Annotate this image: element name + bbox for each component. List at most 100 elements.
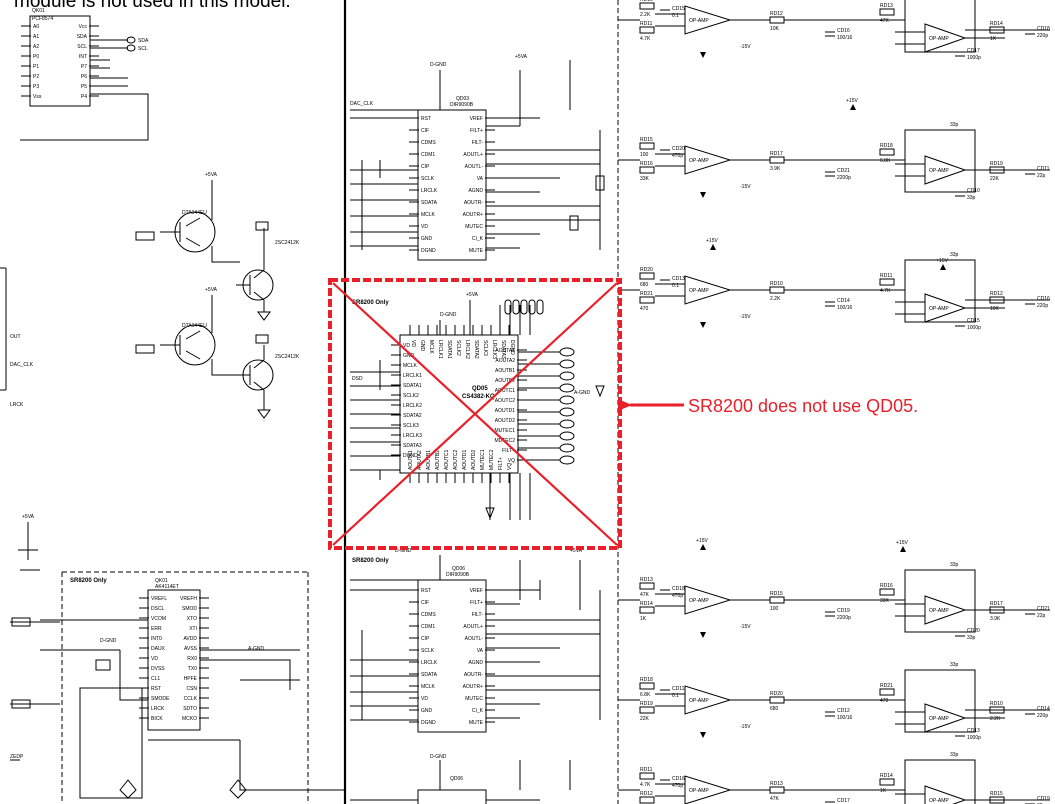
opamp-label: OP-AMP bbox=[689, 698, 709, 704]
resistor-value: 47K bbox=[880, 18, 890, 24]
pin-label: VD bbox=[403, 343, 410, 349]
resistor-value: 2.2K bbox=[770, 296, 781, 302]
dac-lower-supply: +5VA bbox=[570, 548, 583, 554]
opamp-label: OP-AMP bbox=[689, 158, 709, 164]
header-note: module is not used in this model. bbox=[14, 0, 291, 12]
dac-upper-part: DIR9090B bbox=[450, 102, 474, 108]
pin-label: FILT+ bbox=[502, 448, 515, 454]
pin-label: SMODE bbox=[151, 696, 170, 702]
frame-lines bbox=[0, 0, 619, 804]
resistor-ref: RD11 bbox=[640, 21, 653, 27]
resistor-value: 680 bbox=[640, 282, 649, 288]
resistor-ref: RD17 bbox=[770, 151, 783, 157]
pin-label: DAUX bbox=[151, 646, 166, 652]
resistor-ref: RD12 bbox=[990, 291, 1003, 297]
resistor-ref: RD13 bbox=[640, 577, 653, 583]
pin-label: SCLK bbox=[421, 648, 435, 654]
disabled-module-marker bbox=[328, 278, 622, 550]
pin-label: CIP bbox=[421, 636, 430, 642]
pin-label-bottom: AOUTD2 bbox=[471, 450, 477, 471]
qd05-dsd: DSD bbox=[352, 376, 363, 382]
pin-label-bottom: VQ bbox=[507, 463, 513, 470]
pin-label: P7 bbox=[81, 64, 87, 70]
callout-text: SR8200 does not use QD05. bbox=[688, 396, 919, 416]
pin-label: SCLK2 bbox=[403, 393, 419, 399]
pin-label: INT0 bbox=[151, 636, 162, 642]
dac-lower-gnd: D-GND bbox=[395, 548, 412, 554]
capacitor-value: 0.1 bbox=[672, 693, 679, 699]
pin-label: DVSS bbox=[151, 666, 165, 672]
output-connector-icon bbox=[559, 407, 575, 417]
transistor-stage-2: DTA144EU 2SC2412K +5VA bbox=[135, 287, 300, 419]
resistor-ref: RD10 bbox=[640, 0, 653, 3]
output-connector-icon bbox=[559, 431, 575, 441]
pin-label: GND bbox=[421, 708, 433, 714]
pin-label: VREF bbox=[470, 116, 483, 122]
pin-label: HPFE bbox=[184, 676, 198, 682]
pin-label-top: SCLK3 bbox=[482, 340, 488, 356]
qd05-ref: QD05 bbox=[472, 386, 488, 392]
resistor-ref: RD16 bbox=[640, 161, 653, 167]
supply-label: -15V bbox=[740, 184, 751, 190]
pin-label: LRCK bbox=[151, 706, 165, 712]
pin-label: P1 bbox=[33, 64, 39, 70]
supply-label: -15V bbox=[740, 44, 751, 50]
pin-label: INT bbox=[79, 54, 87, 60]
opamp-icon bbox=[924, 293, 967, 323]
capacitor-value: 2200p bbox=[837, 175, 851, 181]
pin-label-top: MCLK bbox=[428, 340, 434, 355]
resistor-ref: RD14 bbox=[880, 773, 893, 779]
capacitor-ref: CD11 bbox=[1037, 166, 1050, 172]
resistor-value: 4.7K bbox=[640, 782, 651, 788]
resistor-ref: RD21 bbox=[640, 291, 653, 297]
output-connector-icon bbox=[559, 443, 575, 453]
pin-label: VD bbox=[151, 656, 158, 662]
capacitor-value: 33p bbox=[967, 635, 976, 641]
capacitor-value: 220p bbox=[1037, 303, 1048, 309]
pin-label: MUTEC bbox=[465, 696, 483, 702]
capacitor-value: 22p bbox=[1037, 173, 1046, 179]
pin-label: MUTE bbox=[469, 720, 484, 726]
resistor-value: 33K bbox=[640, 176, 650, 182]
resistor-value: 1K bbox=[640, 616, 647, 622]
resistor-ref: RD12 bbox=[640, 791, 653, 797]
pin-label: FILT- bbox=[472, 612, 484, 618]
feedback-cap: 33p bbox=[950, 252, 959, 258]
pin-label: BICK bbox=[151, 716, 163, 722]
pin-label-top: LRCLK3 bbox=[491, 340, 497, 359]
output-connector-icon bbox=[559, 395, 575, 405]
resistor-ref: RD19 bbox=[640, 701, 653, 707]
resistor-value: 6.8K bbox=[880, 158, 891, 164]
pin-label: MUTEC1 bbox=[494, 428, 515, 434]
resistor-value: 100 bbox=[640, 152, 649, 158]
pin-label: AOUTB1 bbox=[495, 368, 515, 374]
pin-label-top: SCLK2 bbox=[455, 340, 461, 356]
opamp-label: OP-AMP bbox=[929, 798, 949, 804]
opamp-icon bbox=[684, 775, 732, 804]
resistor-value: 3.9K bbox=[990, 616, 1001, 622]
pin-label-top: SDATA1 bbox=[446, 340, 452, 359]
pin-label: AOUTC1 bbox=[495, 388, 516, 394]
pcf-part: PCF8574 bbox=[32, 16, 53, 22]
pin-label: LRCLK2 bbox=[403, 403, 422, 409]
supply-left: +5VA bbox=[22, 514, 35, 520]
opamp-icon bbox=[924, 785, 967, 804]
qd05-agnd: A-GND bbox=[574, 390, 591, 396]
capacitor-value: 33p bbox=[967, 195, 976, 201]
qn-part-2: 2SC2412K bbox=[275, 354, 300, 360]
pin-label: SDATA3 bbox=[403, 443, 422, 449]
pin-label: DGND bbox=[421, 720, 436, 726]
pin-label: RX0 bbox=[187, 656, 197, 662]
resistor-value: 3.9K bbox=[770, 166, 781, 172]
pin-label: P4 bbox=[81, 94, 87, 100]
pin-label: VREF bbox=[470, 588, 483, 594]
test-point-icon bbox=[536, 299, 544, 315]
resistor-value: 10K bbox=[770, 26, 780, 32]
pin-label: Vcc bbox=[79, 24, 88, 30]
capacitor-ref: CD14 bbox=[1037, 706, 1050, 712]
pin-label-bottom: AOUTA2 bbox=[417, 450, 423, 470]
resistor-value: 470 bbox=[880, 698, 889, 704]
pin-label: AOUTR+ bbox=[463, 212, 484, 218]
left-net-labels: OUT DAC_CLK LRCK +5VA ZEDP bbox=[10, 334, 60, 761]
